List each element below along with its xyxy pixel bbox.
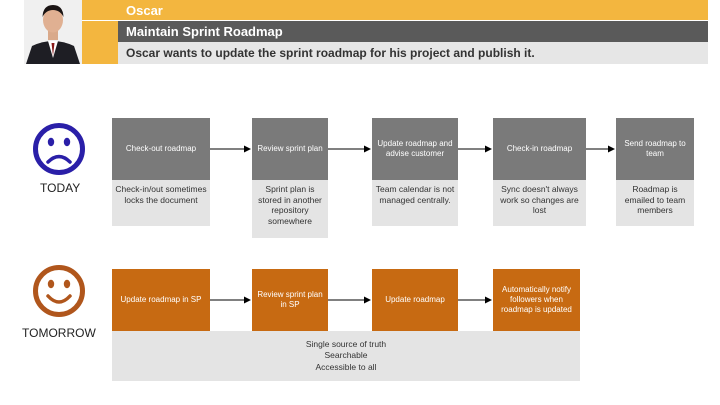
- sad-face-icon: [33, 123, 85, 175]
- tomorrow-benefits: Single source of truth Searchable Access…: [112, 331, 580, 381]
- header-accent-stub: [82, 21, 118, 64]
- today-note-2: Sprint plan is stored in another reposit…: [252, 180, 328, 238]
- tomorrow-step-4: Automatically notify followers when road…: [493, 269, 580, 331]
- avatar: [24, 0, 82, 64]
- today-label: TODAY: [40, 181, 81, 195]
- page-subtitle: Oscar wants to update the sprint roadmap…: [126, 46, 535, 60]
- today-note-3: Team calendar is not managed centrally.: [372, 180, 458, 226]
- tomorrow-step-2: Review sprint plan in SP: [252, 269, 328, 331]
- tomorrow-label: TOMORROW: [22, 326, 96, 340]
- benefit-1: Single source of truth: [305, 339, 387, 350]
- today-step-2: Review sprint plan: [252, 118, 328, 180]
- today-step-3: Update roadmap and advise customer: [372, 118, 458, 180]
- tomorrow-step-1: Update roadmap in SP: [112, 269, 210, 331]
- happy-face-icon: [33, 265, 85, 317]
- page-title: Maintain Sprint Roadmap: [126, 24, 283, 39]
- header-name-bar: [82, 0, 708, 20]
- header-subtitle-bar: [82, 42, 708, 64]
- persona-name: Oscar: [126, 3, 163, 18]
- header-title-bar: [82, 21, 708, 42]
- today-step-4: Check-in roadmap: [493, 118, 586, 180]
- today-note-4: Sync doesn't always work so changes are …: [493, 180, 586, 226]
- benefit-2: Searchable: [324, 350, 368, 361]
- today-step-1: Check-out roadmap: [112, 118, 210, 180]
- today-note-1: Check-in/out sometimes locks the documen…: [112, 180, 210, 226]
- today-note-5: Roadmap is emailed to team members: [616, 180, 694, 226]
- benefit-3: Accessible to all: [315, 361, 377, 372]
- tomorrow-step-3: Update roadmap: [372, 269, 458, 331]
- today-step-5: Send roadmap to team: [616, 118, 694, 180]
